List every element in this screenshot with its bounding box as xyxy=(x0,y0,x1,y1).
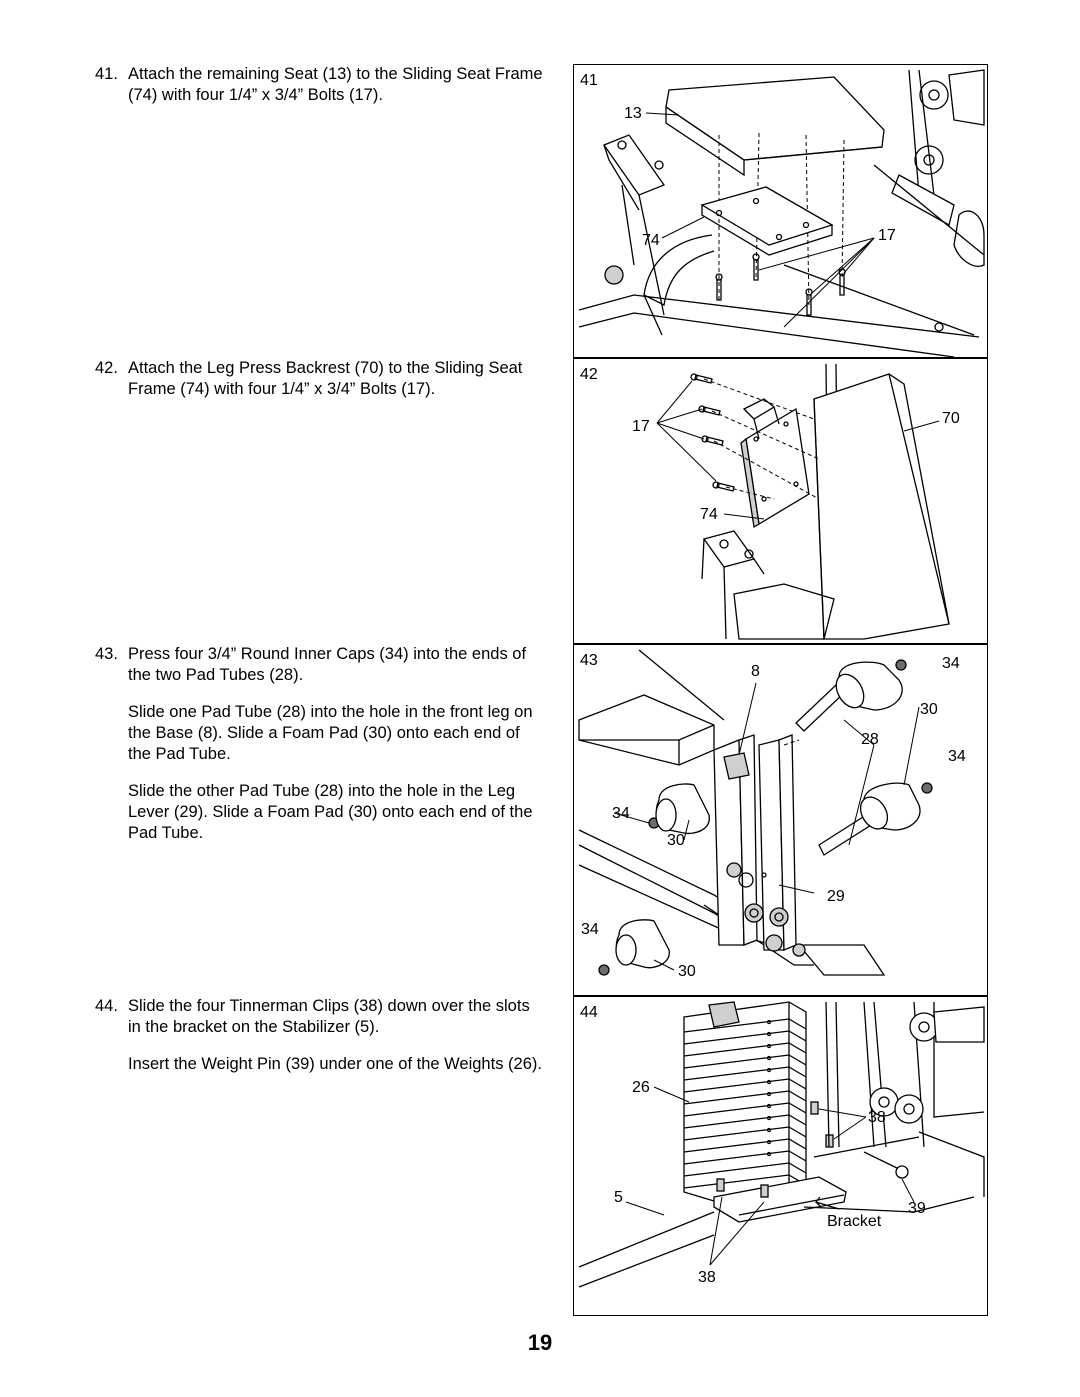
callout-39: 39 xyxy=(908,1200,926,1217)
figure-number: 44 xyxy=(580,1004,598,1021)
seat-assembly-drawing xyxy=(578,69,985,357)
weight-plate-edge xyxy=(683,1114,807,1129)
step-paragraph: Press four 3/4” Round Inner Caps (34) in… xyxy=(128,645,527,684)
step-paragraph: Insert the Weight Pin (39) under one of … xyxy=(128,1055,542,1073)
step-paragraph: Slide one Pad Tube (28) into the hole in… xyxy=(128,703,533,763)
weight-plate-edge xyxy=(683,1138,807,1153)
figure-number: 42 xyxy=(580,366,598,383)
step-44: 44. Slide the four Tinnerman Clips (38) … xyxy=(95,996,545,1091)
callout-30: 30 xyxy=(678,963,696,980)
weight-plate-edge xyxy=(683,1162,807,1177)
weight-stack-drawing xyxy=(578,1001,985,1288)
step-41: 41. Attach the remaining Seat (13) to th… xyxy=(95,64,545,122)
step-number: 43. xyxy=(95,645,118,663)
callout-13: 13 xyxy=(624,105,642,122)
callout-29: 29 xyxy=(827,888,845,905)
weight-plate-edge xyxy=(683,1054,807,1069)
weight-plate-edge xyxy=(683,1090,807,1105)
weight-plate-edge xyxy=(683,1042,807,1057)
page-number: 19 xyxy=(527,1330,553,1355)
callout-5: 5 xyxy=(614,1189,623,1206)
callout-38: 38 xyxy=(868,1109,886,1126)
callout-26: 26 xyxy=(632,1079,650,1096)
weight-plate-edge xyxy=(683,1078,807,1093)
callout-17: 17 xyxy=(878,227,896,244)
step-43: 43. Press four 3/4” Round Inner Caps (34… xyxy=(95,644,545,860)
callout-30: 30 xyxy=(667,832,685,849)
step-paragraph: Slide the four Tinnerman Clips (38) down… xyxy=(128,997,530,1036)
callout-34: 34 xyxy=(612,805,630,822)
weight-plate-edge xyxy=(683,1066,807,1081)
step-number: 41. xyxy=(95,65,118,83)
weight-plate-edge xyxy=(683,1030,807,1045)
figure-44: 44 26 38 5 39 Bracket 38 xyxy=(573,996,988,1316)
step-number: 44. xyxy=(95,997,118,1015)
weight-plate-edge xyxy=(683,1102,807,1117)
callout-34: 34 xyxy=(581,921,599,938)
step-paragraph: Attach the Leg Press Backrest (70) to th… xyxy=(128,359,523,398)
figure-number: 43 xyxy=(580,652,598,669)
callout-38: 38 xyxy=(698,1269,716,1286)
step-paragraph: Slide the other Pad Tube (28) into the h… xyxy=(128,782,533,842)
weight-plate-edge xyxy=(683,1150,807,1165)
weight-plate-edge xyxy=(683,1018,807,1033)
step-paragraph: Attach the remaining Seat (13) to the Sl… xyxy=(128,65,543,104)
callout-30: 30 xyxy=(920,701,938,718)
figure-42: 42 17 70 74 xyxy=(573,358,988,644)
backrest-assembly-drawing xyxy=(656,363,950,640)
callout-17: 17 xyxy=(632,418,650,435)
step-number: 42. xyxy=(95,359,118,377)
figure-number: 41 xyxy=(580,72,598,89)
figure-41: 41 13 74 17 xyxy=(573,64,988,358)
weight-plate-edge xyxy=(683,1126,807,1141)
callout-70: 70 xyxy=(942,410,960,427)
callout-34: 34 xyxy=(942,655,960,672)
pad-tube-assembly-drawing xyxy=(578,649,933,976)
callout-34: 34 xyxy=(948,748,966,765)
callout-74: 74 xyxy=(700,506,718,523)
callout-28: 28 xyxy=(861,731,879,748)
callout-bracket: Bracket xyxy=(827,1213,882,1230)
step-42: 42. Attach the Leg Press Backrest (70) t… xyxy=(95,358,545,416)
callout-8: 8 xyxy=(751,663,760,680)
figure-43: 43 34 8 30 28 34 34 30 29 34 30 xyxy=(573,644,988,996)
callout-74: 74 xyxy=(642,232,660,249)
